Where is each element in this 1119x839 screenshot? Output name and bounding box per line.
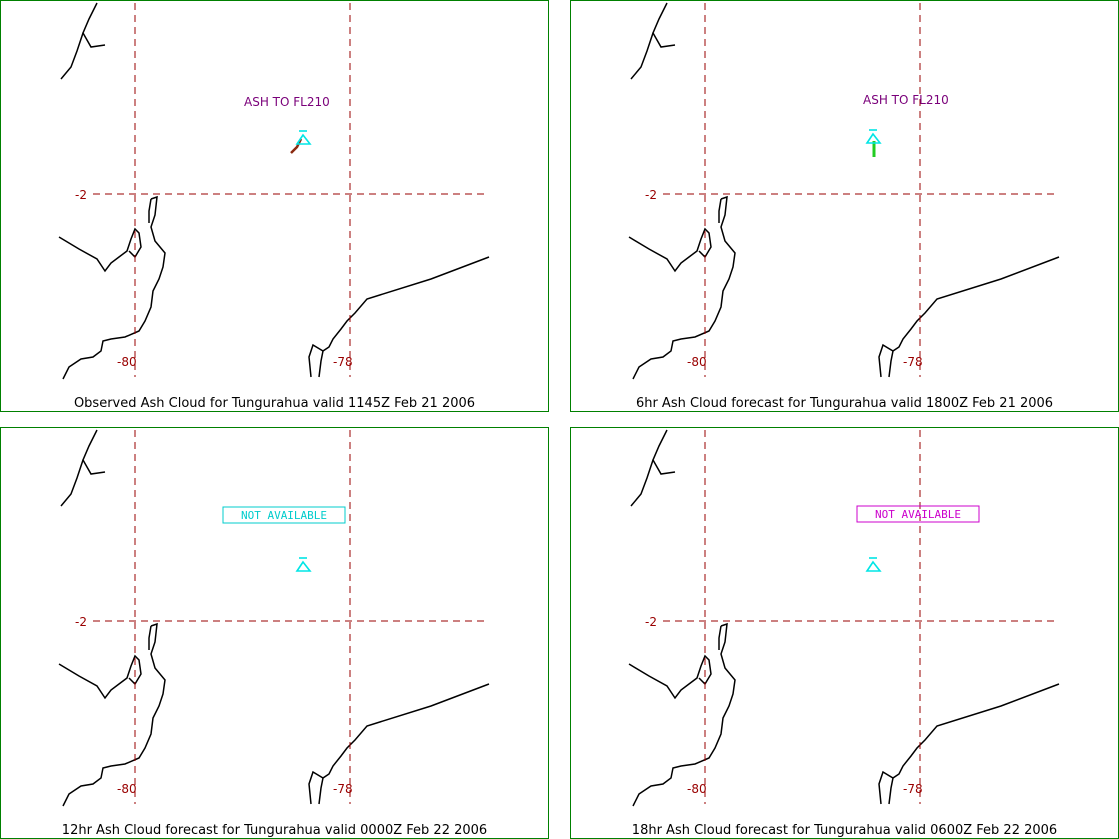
coastline bbox=[58, 2, 490, 380]
map-panel-6hr: -2 -80 -78 ASH TO FL210 6hr Ash Cloud fo… bbox=[570, 0, 1119, 412]
volcano-icon bbox=[295, 557, 312, 572]
map-panel-12hr: -2 -80 -78 NOT AVAILABLE 12hr Ash Cloud … bbox=[0, 427, 549, 839]
panel-caption: 18hr Ash Cloud forecast for Tungurahua v… bbox=[631, 823, 1058, 838]
map-canvas: -2 -80 -78 ASH TO FL210 bbox=[58, 2, 490, 380]
map-canvas: -2 -80 -78 NOT AVAILABLE bbox=[628, 429, 1060, 807]
lon-label-east: -78 bbox=[903, 782, 923, 796]
volcano-icon bbox=[865, 129, 882, 144]
lat-label: -2 bbox=[645, 615, 657, 629]
map-panel-18hr: -2 -80 -78 NOT AVAILABLE 18hr Ash Cloud … bbox=[570, 427, 1119, 839]
lon-label-west: -80 bbox=[117, 782, 137, 796]
ash-plume-observed bbox=[290, 138, 303, 154]
ash-note: ASH TO FL210 bbox=[863, 93, 949, 107]
map-canvas: -2 -80 -78 ASH TO FL210 bbox=[628, 2, 1060, 380]
volcano-icon bbox=[295, 130, 312, 145]
ash-note: ASH TO FL210 bbox=[244, 95, 330, 109]
map-canvas: -2 -80 -78 NOT AVAILABLE bbox=[58, 429, 490, 807]
volcano-icon bbox=[865, 557, 882, 572]
panel-caption: Observed Ash Cloud for Tungurahua valid … bbox=[73, 396, 476, 411]
not-available-box bbox=[856, 505, 980, 523]
lon-label-east: -78 bbox=[903, 355, 923, 369]
not-available-note: NOT AVAILABLE bbox=[875, 508, 961, 521]
not-available-box bbox=[222, 506, 346, 524]
lon-label-west: -80 bbox=[117, 355, 137, 369]
map-panel-observed: -2 -80 -78 ASH TO FL210 Observed Ash Clo… bbox=[0, 0, 549, 412]
coastline bbox=[628, 2, 1060, 380]
lon-label-east: -78 bbox=[333, 782, 353, 796]
lat-label: -2 bbox=[75, 188, 87, 202]
lat-label: -2 bbox=[75, 615, 87, 629]
coastline bbox=[628, 429, 1060, 807]
grid-lines bbox=[93, 3, 489, 377]
grid-lines bbox=[93, 430, 489, 804]
lon-label-west: -80 bbox=[687, 355, 707, 369]
coastline bbox=[58, 429, 490, 807]
not-available-note: NOT AVAILABLE bbox=[241, 509, 327, 522]
panel-caption: 12hr Ash Cloud forecast for Tungurahua v… bbox=[61, 823, 488, 838]
panel-caption: 6hr Ash Cloud forecast for Tungurahua va… bbox=[635, 396, 1054, 411]
grid-lines bbox=[663, 3, 1059, 377]
lon-label-west: -80 bbox=[687, 782, 707, 796]
grid-lines bbox=[663, 430, 1059, 804]
lon-label-east: -78 bbox=[333, 355, 353, 369]
lat-label: -2 bbox=[645, 188, 657, 202]
